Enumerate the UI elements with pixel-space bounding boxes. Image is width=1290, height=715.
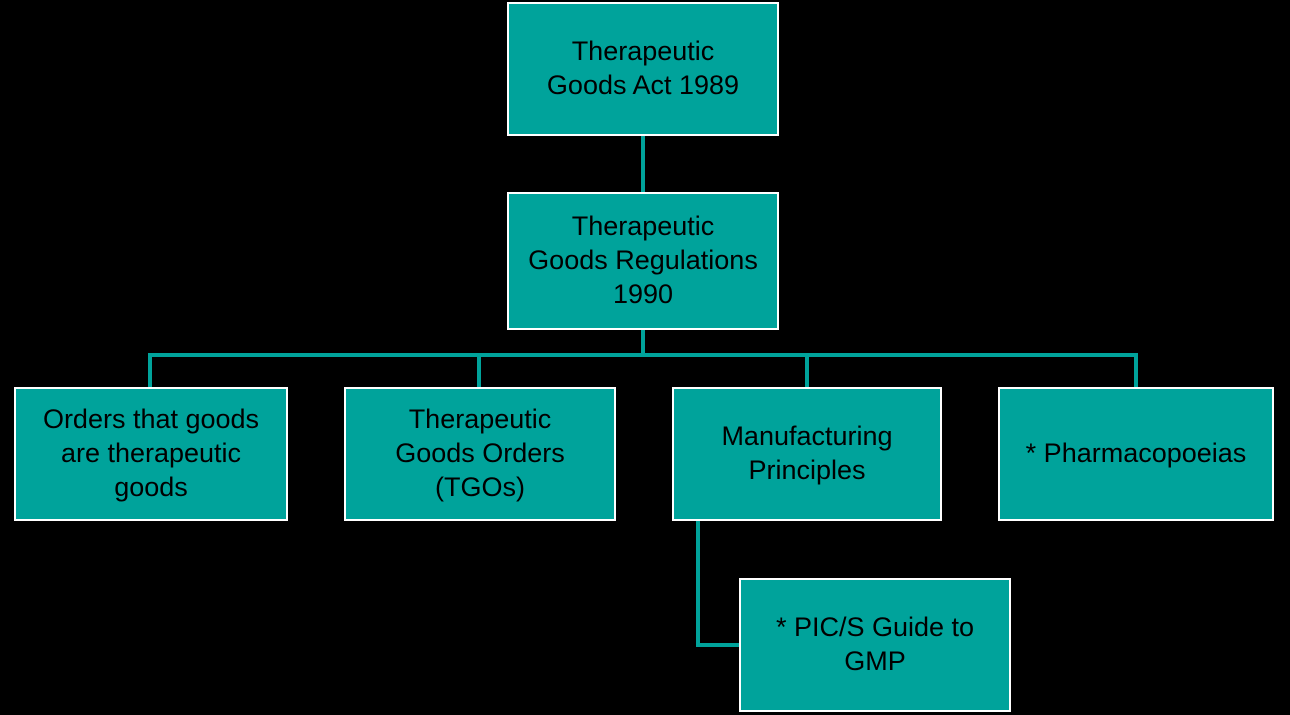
node-therapeutic-goods-orders: Therapeutic Goods Orders (TGOs)	[344, 387, 616, 521]
connector-drop-tgos	[477, 353, 481, 387]
node-therapeutic-goods-regulations: Therapeutic Goods Regulations 1990	[507, 192, 779, 330]
node-label: Therapeutic Goods Act 1989	[546, 36, 740, 100]
connector-manufacturing-to-pics-horizontal	[696, 643, 739, 647]
node-orders-goods-therapeutic: Orders that goods are therapeutic goods	[14, 387, 288, 521]
node-label: Therapeutic Goods Orders (TGOs)	[395, 404, 565, 502]
node-pics-guide-gmp: * PIC/S Guide to GMP	[739, 578, 1011, 712]
connector-regulations-stem	[641, 330, 645, 357]
connector-drop-manufacturing	[805, 353, 809, 387]
node-label: * Pharmacopoeias	[1025, 438, 1247, 469]
node-label: * PIC/S Guide to GMP	[775, 612, 975, 676]
node-label: Manufacturing Principles	[721, 421, 893, 485]
connector-act-to-regulations	[641, 136, 645, 192]
node-pharmacopoeias: * Pharmacopoeias	[998, 387, 1274, 521]
connector-drop-orders	[148, 353, 152, 387]
node-manufacturing-principles: Manufacturing Principles	[672, 387, 942, 521]
node-label: Therapeutic Goods Regulations 1990	[528, 211, 758, 309]
connector-manufacturing-to-pics-vertical	[696, 521, 700, 647]
node-label: Orders that goods are therapeutic goods	[42, 404, 260, 502]
node-therapeutic-goods-act: Therapeutic Goods Act 1989	[507, 2, 779, 136]
connector-horizontal-bus	[148, 353, 1138, 357]
connector-drop-pharmacopoeias	[1134, 353, 1138, 387]
